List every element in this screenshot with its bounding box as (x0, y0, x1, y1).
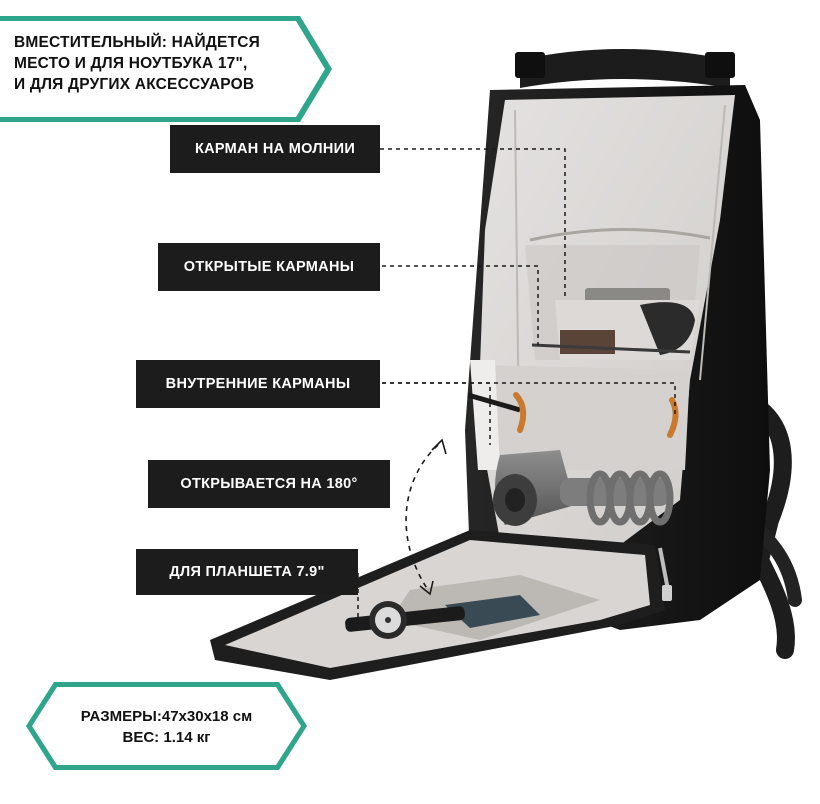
leader-lines (357, 148, 676, 628)
watch (345, 601, 465, 639)
specs-frame (26, 682, 307, 770)
specs-dimensions: РАЗМЕРЫ:47х30х18 см (80, 708, 253, 725)
callout-tablet: ДЛЯ ПЛАНШЕТА 7.9" (136, 549, 358, 595)
capacity-text: ВМЕСТИТЕЛЬНЫЙ: НАЙДЕТСЯ МЕСТО И ДЛЯ НОУТ… (14, 32, 314, 95)
shoulder-strap (736, 391, 795, 659)
specs-text: РАЗМЕРЫ:47х30х18 см ВЕС: 1.14 кг (24, 706, 309, 748)
banner-frame (0, 16, 332, 122)
inner-pockets (480, 365, 690, 470)
banner-line-3: И ДЛЯ ДРУГИХ АКСЕССУАРОВ (14, 76, 255, 93)
capacity-banner: ВМЕСТИТЕЛЬНЫЙ: НАЙДЕТСЯ МЕСТО И ДЛЯ НОУТ… (0, 14, 335, 124)
specs-weight: ВЕС: 1.14 кг (122, 729, 211, 746)
callout-inner-pockets: ВНУТРЕННИЕ КАРМАНЫ (136, 360, 380, 408)
zip-pocket (529, 228, 711, 242)
specs-badge: РАЗМЕРЫ:47х30х18 см ВЕС: 1.14 кг (24, 680, 309, 772)
callout-opens-180: ОТКРЫВАЕТСЯ НА 180° (148, 460, 390, 508)
callout-zip-pocket: КАРМАН НА МОЛНИИ (170, 125, 380, 173)
open-180-arrow (405, 438, 447, 596)
banner-line-2: МЕСТО И ДЛЯ НОУТБУКА 17", (14, 55, 248, 72)
banner-line-1: ВМЕСТИТЕЛЬНЫЙ: НАЙДЕТСЯ (14, 34, 260, 51)
callout-open-pockets: ОТКРЫТЫЕ КАРМАНЫ (158, 243, 380, 291)
hair-dryer (493, 450, 670, 526)
coiled-cable (586, 470, 674, 526)
top-handle (520, 49, 730, 88)
